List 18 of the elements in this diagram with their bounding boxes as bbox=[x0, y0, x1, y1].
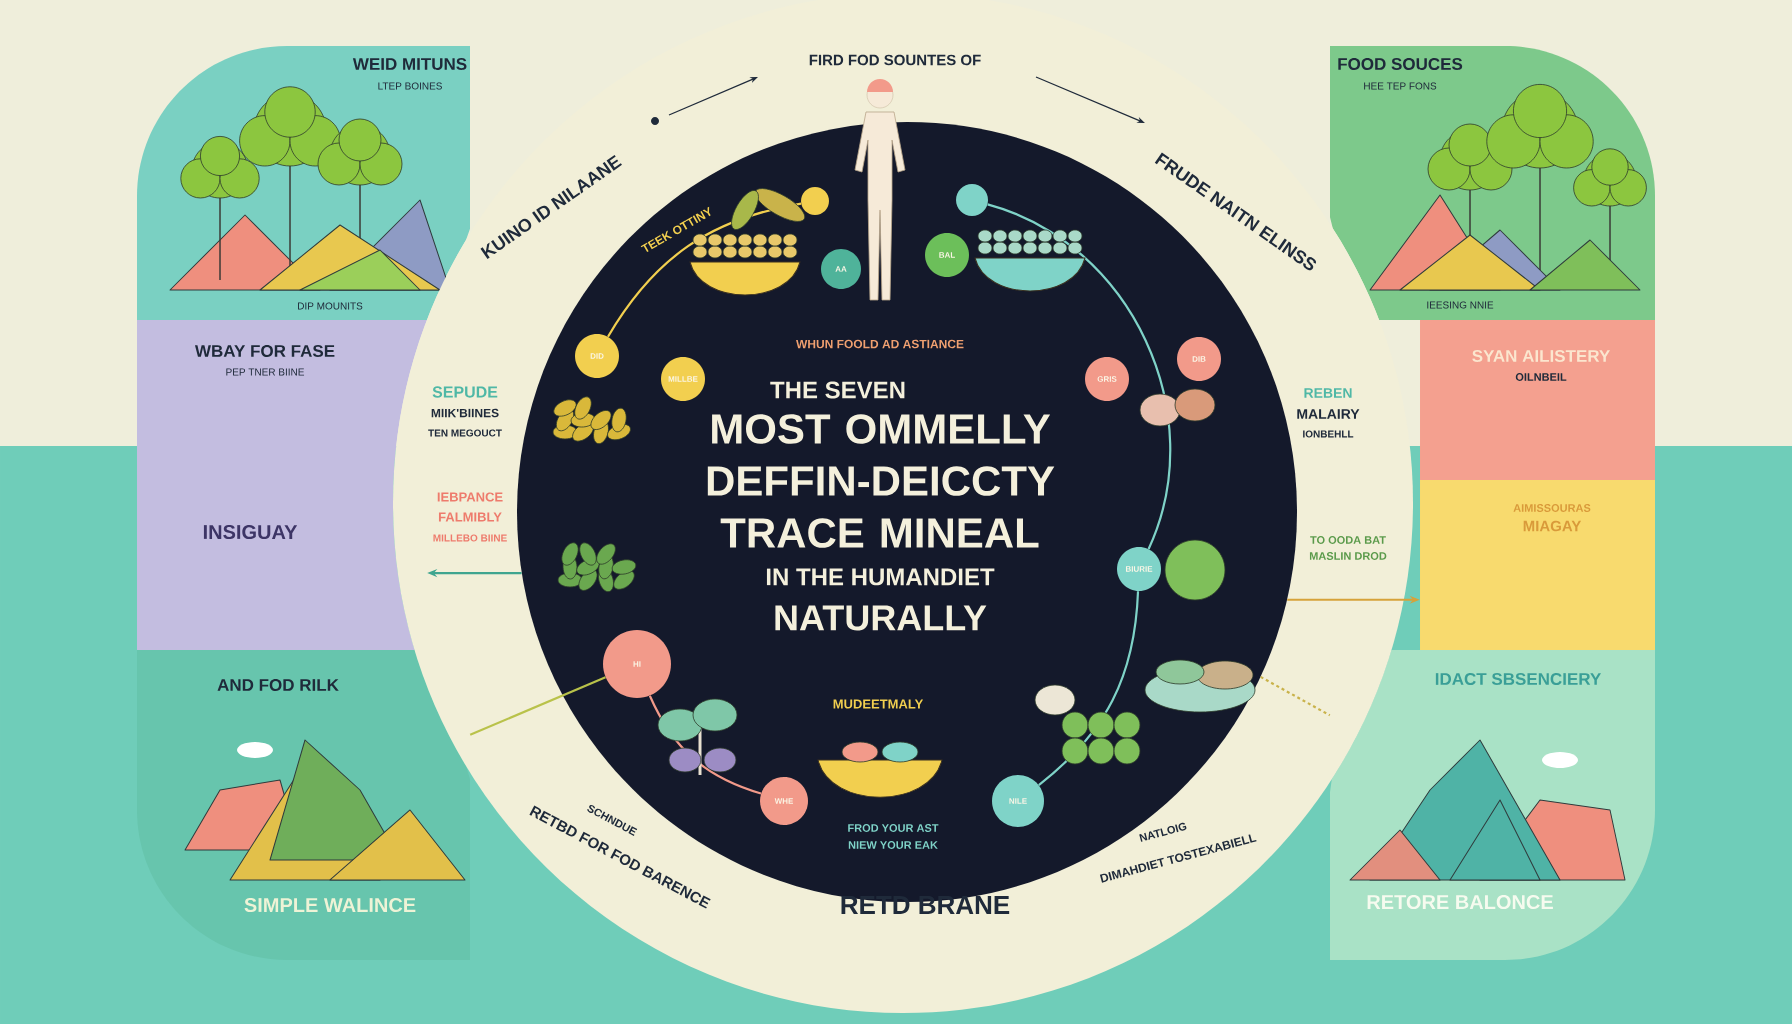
ring-label: TO OODA BAT bbox=[1310, 536, 1386, 544]
ring-label: FIRD FOD SOUNTES OF bbox=[809, 54, 981, 66]
info-panel: WBAY FOR FASE PEP TNER BIINE INSIGUAY bbox=[137, 320, 427, 650]
ring-label: FROD YOUR AST bbox=[848, 824, 939, 832]
connector-line bbox=[469, 676, 606, 736]
marker-circle bbox=[801, 187, 829, 215]
connector-line bbox=[987, 203, 1172, 550]
info-panel: AIMISSOURAS MIAGAY bbox=[1420, 480, 1655, 650]
ring-label: REBEN bbox=[1304, 388, 1352, 398]
ring-label: IONBEHLL bbox=[1303, 430, 1354, 438]
info-panel: SYAN AILISTERY OILNBEIL bbox=[1420, 320, 1655, 480]
ring-label: MASLIN DROD bbox=[1309, 552, 1387, 560]
ring-label: MUDEETMALY bbox=[833, 699, 924, 709]
ring-label: NIEW YOUR EAK bbox=[848, 841, 938, 849]
ring-label: MALAIRY bbox=[1297, 409, 1360, 419]
connector-line bbox=[1260, 675, 1331, 717]
ring-label: FALMIBLY bbox=[438, 512, 502, 522]
marker-circle bbox=[956, 184, 988, 216]
